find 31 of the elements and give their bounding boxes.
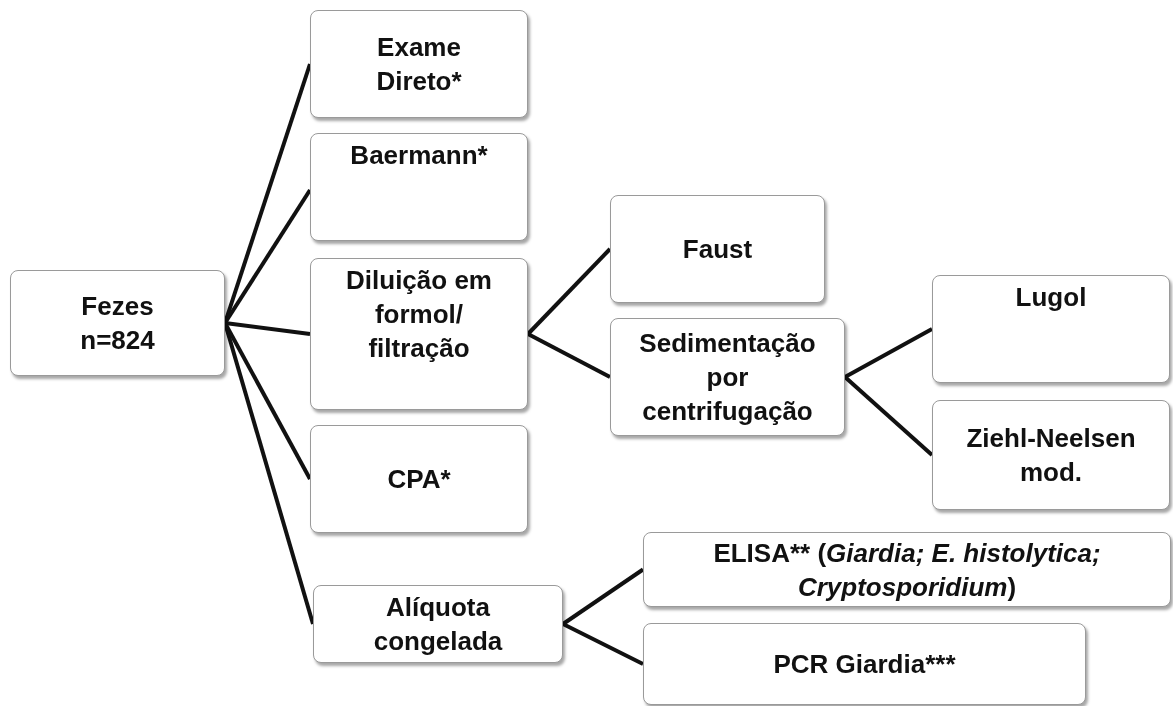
process-box bbox=[310, 258, 528, 410]
box-label: CPA* bbox=[387, 463, 451, 496]
box-label: Fezes n=824 bbox=[79, 290, 156, 357]
box-label: Baermann* bbox=[350, 139, 488, 172]
process-box bbox=[643, 623, 1086, 705]
box-label: PCR Giardia*** bbox=[773, 648, 956, 681]
box-label: Alíquota congelada bbox=[372, 591, 504, 658]
process-box bbox=[643, 532, 1171, 607]
process-box bbox=[610, 318, 845, 436]
connector-line bbox=[224, 321, 311, 336]
process-box bbox=[932, 275, 1170, 383]
connector-line bbox=[562, 622, 644, 666]
process-box bbox=[10, 270, 225, 376]
connector-line bbox=[843, 375, 934, 457]
process-box bbox=[610, 195, 825, 303]
box-label: Ziehl-Neelsen mod. bbox=[965, 422, 1137, 489]
process-box bbox=[932, 400, 1170, 510]
connector-line bbox=[561, 567, 645, 626]
connector-line bbox=[527, 332, 611, 379]
process-box bbox=[313, 585, 563, 663]
process-box bbox=[310, 133, 528, 241]
box-label: Faust bbox=[682, 233, 753, 266]
process-box bbox=[310, 425, 528, 533]
process-box bbox=[310, 10, 528, 118]
box-label: ELISA** (Giardia; E. histolytica; Cryptosporidium) bbox=[712, 536, 1102, 604]
box-label: Diluição em formol/ filtração bbox=[345, 264, 493, 365]
box-label: Sedimentação por centrifugação bbox=[638, 327, 817, 428]
connector-line bbox=[844, 327, 933, 379]
box-label: Exame Direto* bbox=[375, 31, 463, 98]
box-label: Lugol bbox=[1015, 281, 1087, 314]
connector-line bbox=[526, 247, 612, 336]
